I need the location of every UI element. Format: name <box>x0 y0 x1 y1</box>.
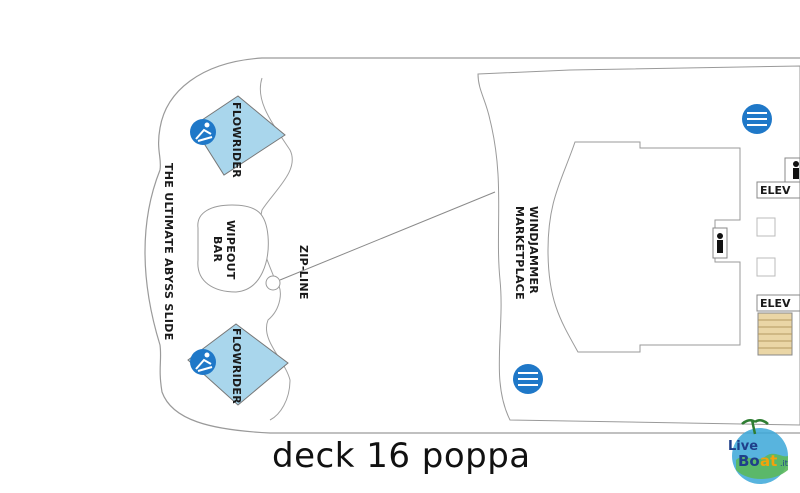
svg-text:Live: Live <box>728 439 758 454</box>
liveboat-logo: Live Bo at .it <box>728 419 788 484</box>
elevator-top-label: ELEV <box>760 184 791 197</box>
elevator-bottom-label: ELEV <box>760 297 791 310</box>
windjammer-serving-area <box>547 141 741 353</box>
stairs-steps <box>758 319 792 349</box>
zip-line-label: ZIP-LINE <box>297 245 310 300</box>
flowrider-top <box>192 95 286 176</box>
windjammer-label: WINDJAMMER <box>527 206 540 294</box>
svg-text:at: at <box>760 452 777 470</box>
surfer-icon <box>190 119 216 145</box>
zip-line-anchor <box>265 275 281 291</box>
flowrider-bottom <box>187 323 289 406</box>
svg-text:.it: .it <box>780 459 788 468</box>
svg-text:Bo: Bo <box>738 452 760 470</box>
flowrider-bottom-label: FLOWRIDER <box>230 328 243 404</box>
marketplace-label: MARKETPLACE <box>513 206 526 300</box>
wipeout-bar-area <box>197 204 269 293</box>
elevator-block <box>756 294 800 312</box>
elevator-block <box>756 181 800 199</box>
surfer-icon <box>190 349 216 375</box>
restaurant-icon <box>513 364 543 394</box>
wipeout-bar-label: BAR <box>211 236 224 262</box>
restaurant-icon <box>742 104 772 134</box>
zip-line-cable <box>279 191 496 281</box>
abyss-slide-label: THE ULTIMATE ABYSS SLIDE <box>162 163 175 341</box>
elevator-doors <box>756 217 776 277</box>
deck-caption: deck 16 poppa <box>272 436 531 476</box>
person-icon <box>712 227 728 259</box>
wipeout-label: WIPEOUT <box>224 220 237 280</box>
restroom-icon <box>784 157 800 183</box>
flowrider-top-label: FLOWRIDER <box>230 102 243 178</box>
